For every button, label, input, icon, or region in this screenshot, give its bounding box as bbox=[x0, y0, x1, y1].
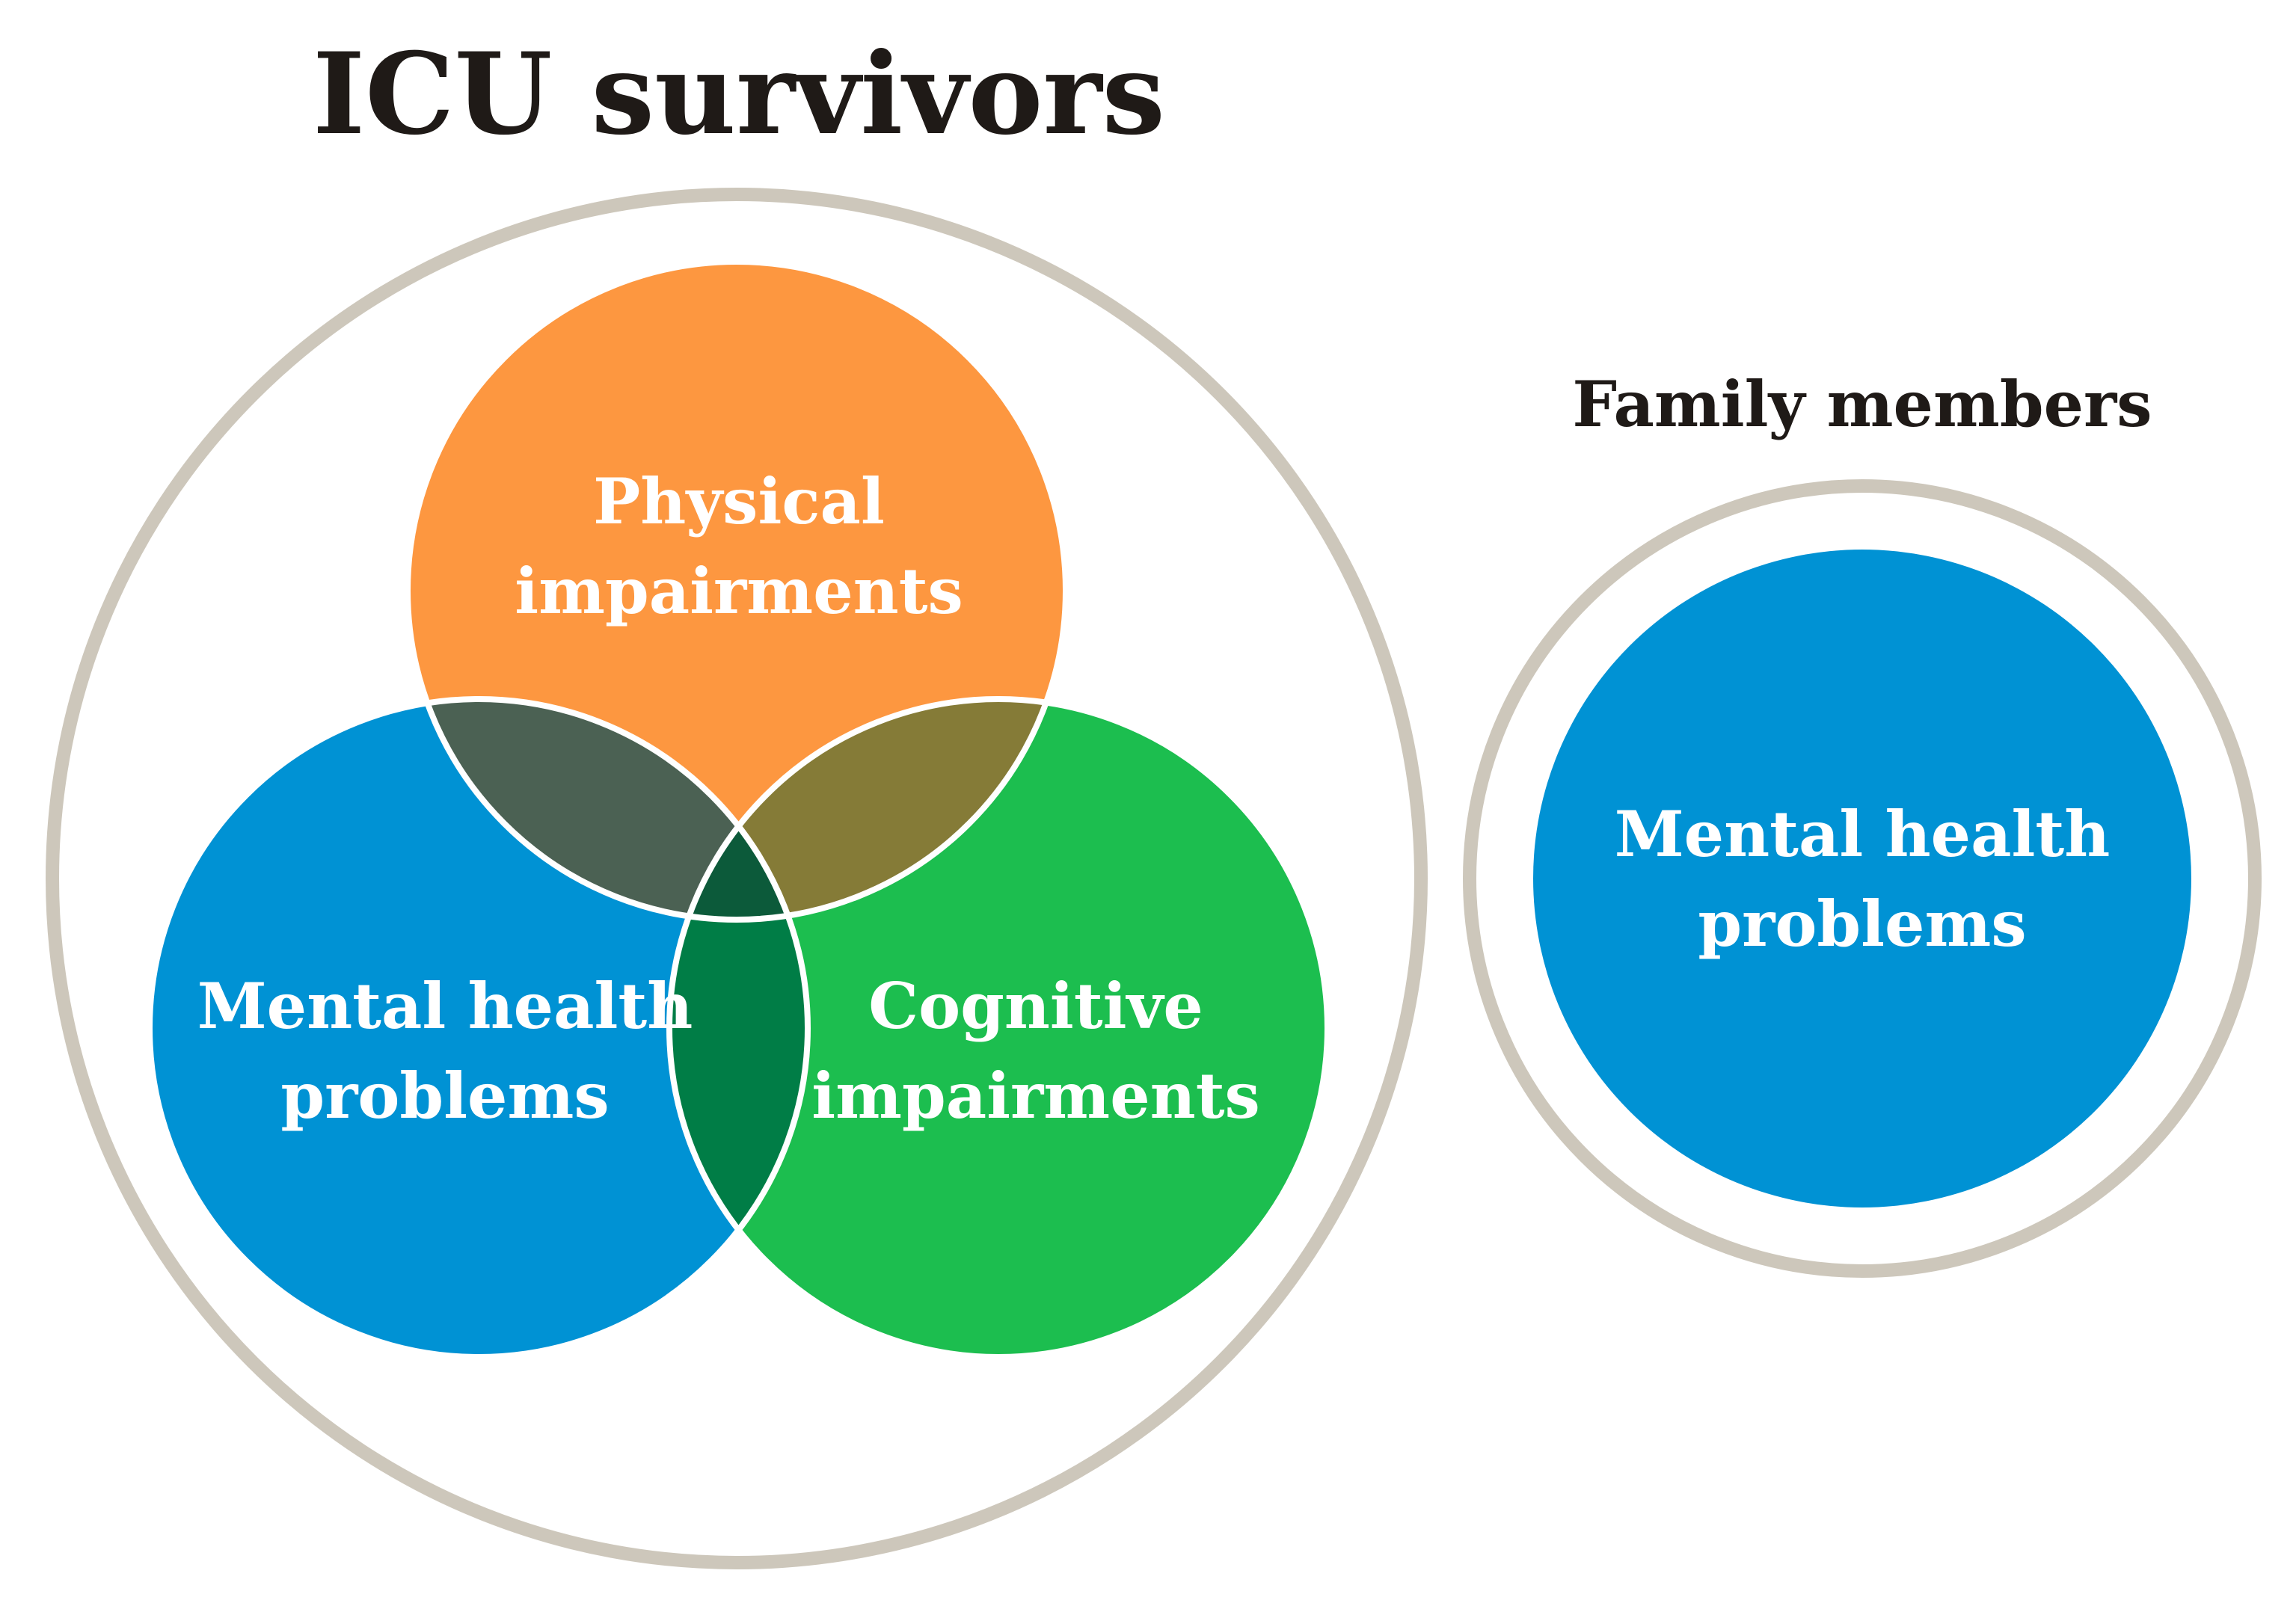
family-members-title: Family members bbox=[1572, 367, 2152, 441]
overlap-physical-cognitive bbox=[669, 699, 1066, 920]
mental-label-line2: problems bbox=[280, 1059, 609, 1133]
cognitive-label-line2: impairments bbox=[811, 1059, 1260, 1133]
overlap-physical-mental bbox=[408, 699, 808, 920]
cognitive-label-line1: Cognitive bbox=[868, 969, 1203, 1043]
cognitive-circle-outline bbox=[666, 696, 1330, 1360]
physical-label-line2: impairments bbox=[515, 554, 963, 628]
icu-survivors-title: ICU survivors bbox=[313, 28, 1165, 160]
family-mental-label-line2: problems bbox=[1698, 887, 2026, 961]
mental-circle-outline bbox=[147, 696, 811, 1360]
mental-label-line1: Mental health bbox=[197, 969, 693, 1043]
family-outer-ring bbox=[1463, 479, 2262, 1278]
icu-outer-ring bbox=[46, 188, 1428, 1569]
physical-label-line1: Physical bbox=[593, 464, 885, 538]
family-mental-label-line1: Mental health bbox=[1615, 797, 2111, 871]
family-mental-health-circle bbox=[1533, 550, 2191, 1207]
physical-circle-outline bbox=[405, 259, 1069, 923]
